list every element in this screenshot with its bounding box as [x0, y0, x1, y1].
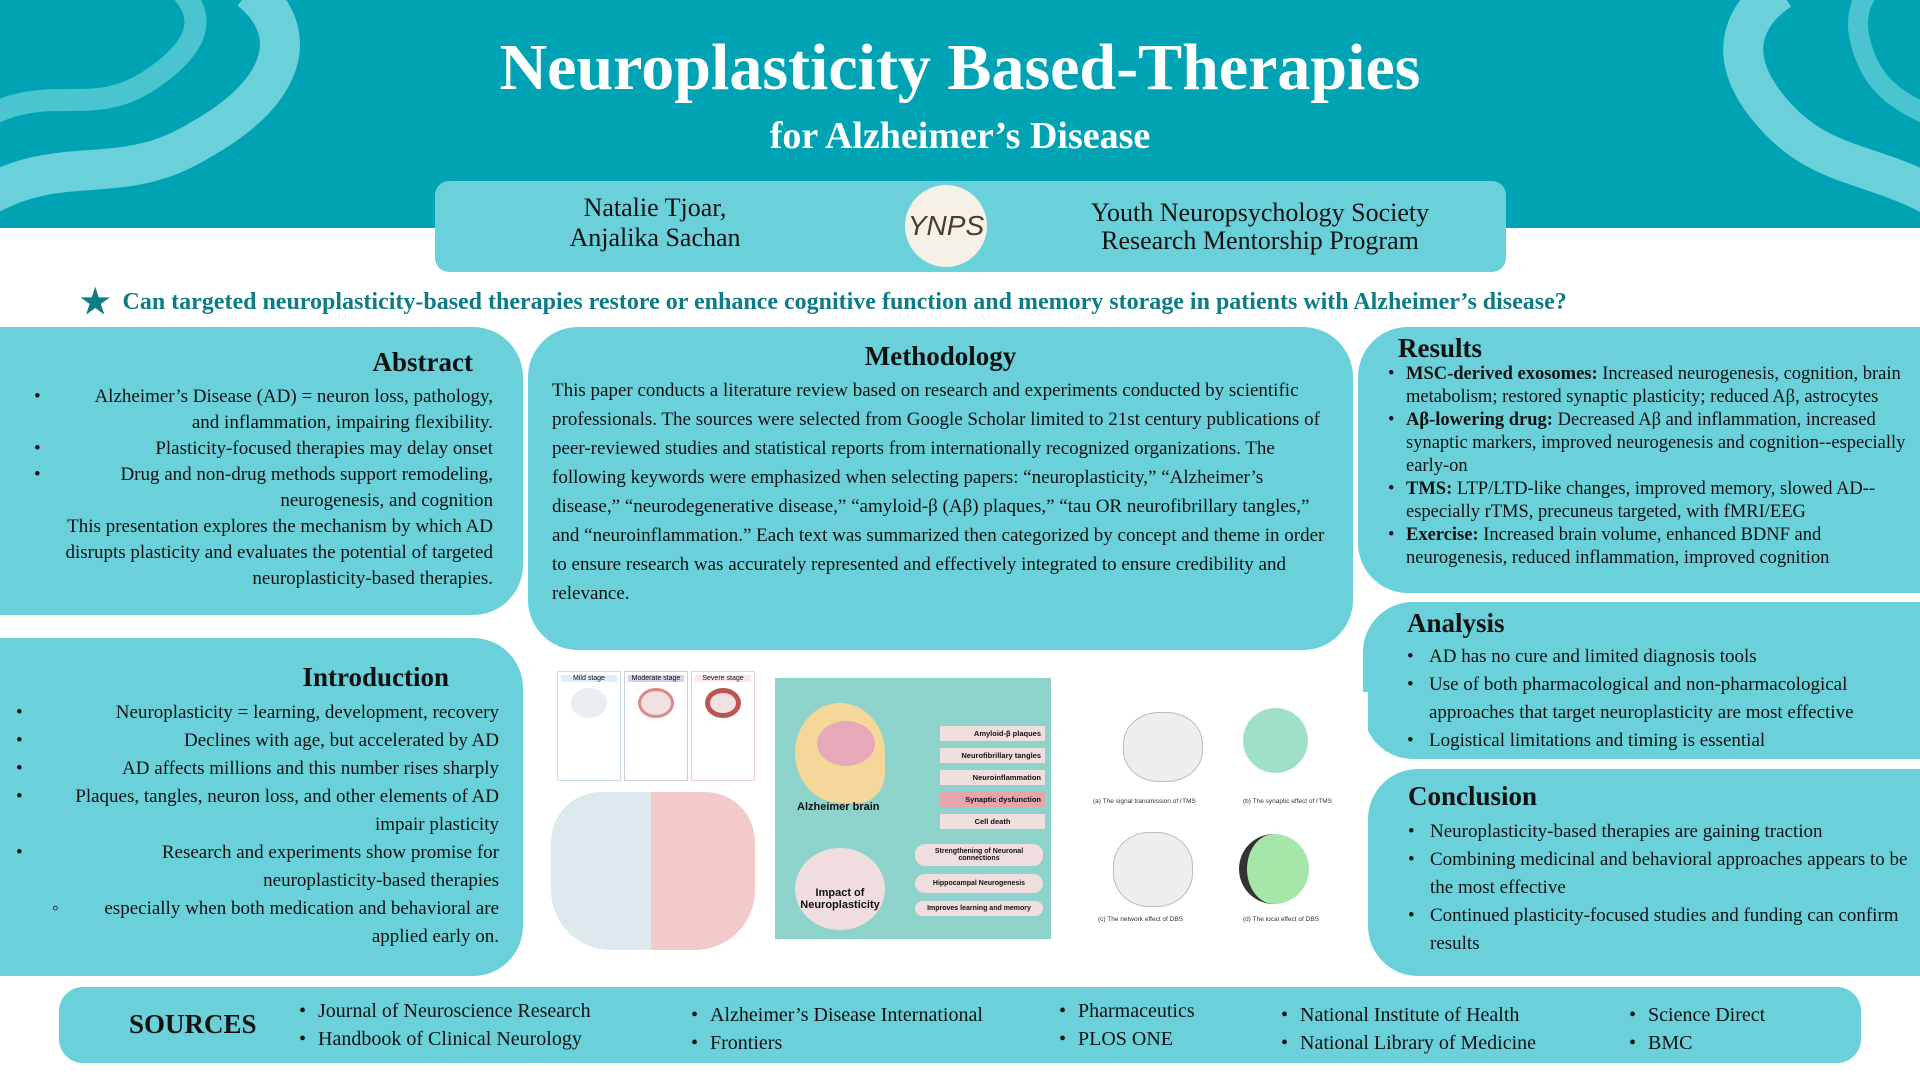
methodology-title: Methodology [864, 341, 1017, 371]
source-item: BMC [1629, 1029, 1765, 1057]
list-item: •Combining medicinal and behavioral appr… [1408, 849, 1908, 898]
figure-caption: (d) The local effect of DBS [1243, 916, 1319, 923]
decorative-swirl-right [1723, 0, 1920, 212]
analysis-title: Analysis [1407, 608, 1505, 638]
author-line: Anjalika Sachan [569, 223, 741, 252]
research-question: ★ Can targeted neuroplasticity-based ther… [80, 282, 1880, 322]
list-item: •Exercise: Increased brain volume, enhan… [1388, 525, 1830, 568]
list-item: •Plasticity-focused therapies may delay … [34, 438, 493, 459]
figure-caption: (c) The network effect of DBS [1098, 916, 1184, 923]
introduction-title: Introduction [302, 662, 449, 692]
list-item: •Plaques, tangles, neuron loss, and othe… [16, 786, 499, 835]
dbs-brain-illustration [1113, 832, 1193, 907]
source-item: PLOS ONE [1059, 1025, 1195, 1053]
results-panel: Results •MSC-derived exosomes: Increased… [1358, 327, 1920, 593]
figure-label: Cell death [940, 814, 1045, 829]
figure-label: Neuroinflammation [940, 770, 1045, 785]
methodology-text: This paper conducts a literature review … [552, 380, 1325, 604]
healthy-brain-illustration [551, 792, 651, 950]
stage-panel: Mild stage [557, 671, 621, 781]
org-line: Research Mentorship Program [1101, 226, 1419, 255]
introduction-panel: Introduction •Neuroplasticity = learning… [0, 638, 523, 976]
author-line: Natalie Tjoar, [583, 193, 727, 222]
list-item: •AD has no cure and limited diagnosis to… [1407, 646, 1757, 667]
list-item: •MSC-derived exosomes: Increased neuroge… [1388, 364, 1901, 407]
org-line: Youth Neuropsychology Society [1090, 198, 1430, 227]
abstract-panel: Abstract •Alzheimer’s Disease (AD) = neu… [0, 327, 523, 615]
poster-subtitle: for Alzheimer’s Disease [769, 115, 1151, 157]
source-item: Pharmaceutics [1059, 997, 1195, 1025]
figure-caption: (a) The signal transmission of rTMS [1093, 798, 1196, 805]
list-item: •Aβ-lowering drug: Decreased Aβ and infl… [1388, 410, 1906, 476]
authors: Natalie Tjoar,Anjalika Sachan [535, 193, 775, 253]
source-item: National Library of Medicine [1281, 1029, 1536, 1057]
list-item: •Logistical limitations and timing is es… [1407, 730, 1766, 751]
results-title: Results [1398, 333, 1483, 363]
question-text: Can targeted neuroplasticity-based thera… [122, 289, 1567, 315]
list-item: •Declines with age, but accelerated by A… [16, 730, 499, 751]
ynps-logo: YNPS [905, 185, 987, 267]
list-item: •AD affects millions and this number ris… [16, 758, 499, 779]
figure-label: Improves learning and memory [915, 901, 1043, 916]
sources-column: PharmaceuticsPLOS ONE [1059, 997, 1195, 1053]
figure-label: Neurofibrillary tangles [940, 748, 1045, 763]
list-item: •Neuroplasticity-based therapies are gai… [1408, 821, 1823, 842]
figure-label: Alzheimer brain [797, 801, 880, 813]
decorative-swirl-left [0, 0, 300, 212]
conclusion-panel: Conclusion •Neuroplasticity-based therap… [1368, 769, 1920, 976]
stage-panel: Severe stage [691, 671, 755, 781]
figure-tms-dbs: (a) The signal transmission of rTMS (b) … [1053, 692, 1368, 937]
source-item: National Institute of Health [1281, 1001, 1536, 1029]
stage-panel: Moderate stage [624, 671, 688, 781]
author-box: Natalie Tjoar,Anjalika Sachan YNPS Youth… [435, 181, 1506, 272]
star-icon: ★ [80, 284, 111, 321]
sub-list-item: ◦especially when both medication and beh… [52, 898, 499, 947]
figure-label: Amyloid-β plaques [940, 726, 1045, 741]
list-item: •Alzheimer’s Disease (AD) = neuron loss,… [34, 386, 493, 433]
figure-caption: (b) The synaptic effect of rTMS [1243, 798, 1332, 805]
sources-title: SOURCES [129, 1009, 257, 1039]
source-item: Frontiers [691, 1029, 983, 1057]
conclusion-title: Conclusion [1408, 781, 1538, 811]
list-item: •Use of both pharmacological and non-pha… [1407, 674, 1854, 723]
list-item: •Drug and non-drug methods support remod… [34, 464, 493, 511]
head-icon [795, 703, 885, 803]
poster-title: Neuroplasticity Based-Therapies [499, 31, 1421, 104]
source-item: Alzheimer’s Disease International [691, 1001, 983, 1029]
list-item: •Research and experiments show promise f… [16, 842, 499, 891]
abstract-summary: This presentation explores the mechanism… [65, 516, 493, 589]
sources-column: Alzheimer’s Disease InternationalFrontie… [691, 1001, 983, 1057]
list-item: •Continued plasticity-focused studies an… [1408, 905, 1899, 954]
sources-panel: SOURCES Journal of Neuroscience Research… [59, 987, 1861, 1063]
logo-text: YNPS [907, 210, 985, 241]
brain-section-illustration [1123, 712, 1203, 782]
sources-column: Journal of Neuroscience ResearchHandbook… [299, 997, 591, 1053]
source-item: Handbook of Clinical Neurology [299, 1025, 591, 1053]
figure-label: Strengthening of Neuronal connections [915, 844, 1043, 866]
figure-label: Hippocampal Neurogenesis [915, 874, 1043, 893]
abstract-title: Abstract [372, 347, 473, 377]
list-item: •Neuroplasticity = learning, development… [16, 702, 499, 723]
source-item: Science Direct [1629, 1001, 1765, 1029]
methodology-panel: Methodology This paper conducts a litera… [528, 327, 1353, 650]
astrocyte-illustration [1239, 834, 1309, 904]
figure-ad-stages: Mild stage Moderate stage Severe stage [545, 667, 760, 953]
alzheimer-brain-illustration [651, 792, 755, 950]
figure-neuroplasticity-infographic: Alzheimer brain Amyloid-β plaques Neurof… [775, 678, 1051, 939]
figure-label: Synaptic dysfunction [940, 792, 1045, 807]
source-item: Journal of Neuroscience Research [299, 997, 591, 1025]
figure-label: Impact of Neuroplasticity [795, 848, 885, 930]
synapse-illustration [1243, 708, 1308, 773]
sources-column: Science DirectBMC [1629, 1001, 1765, 1057]
analysis-panel: Analysis •AD has no cure and limited dia… [1363, 602, 1920, 759]
list-item: •TMS: LTP/LTD-like changes, improved mem… [1388, 479, 1876, 522]
sources-column: National Institute of HealthNational Lib… [1281, 1001, 1536, 1057]
